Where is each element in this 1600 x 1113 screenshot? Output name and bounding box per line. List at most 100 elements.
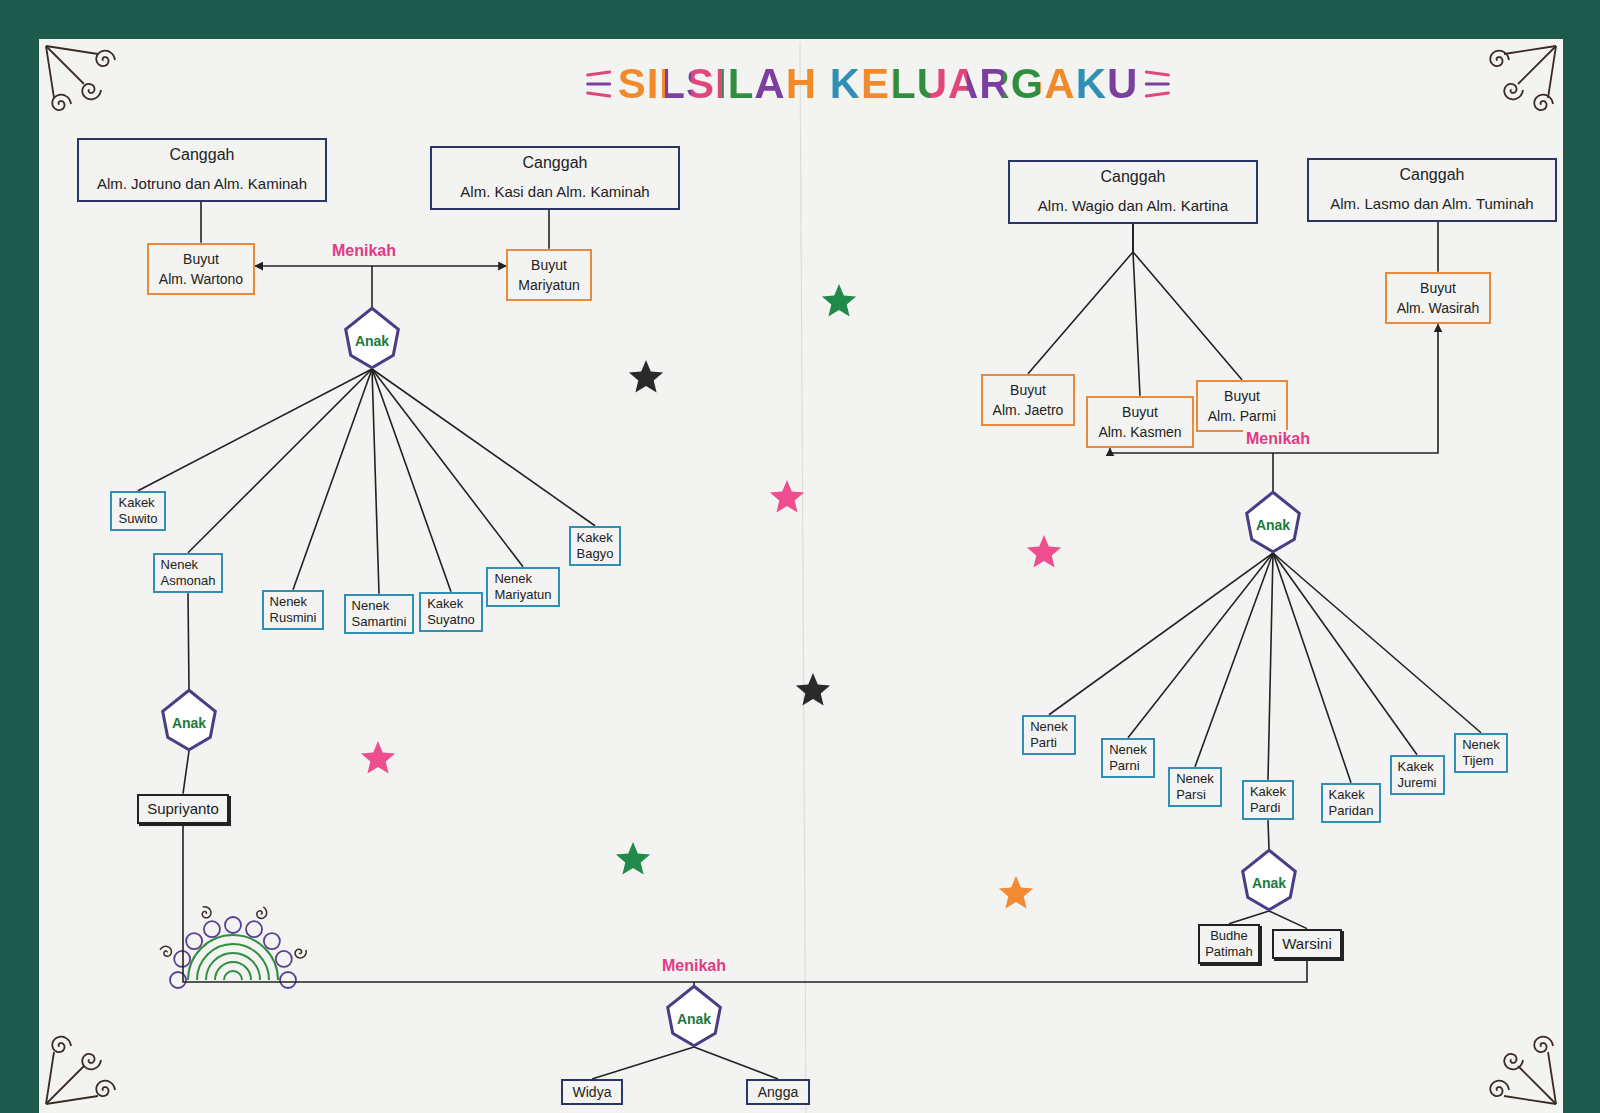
star-sticker [770,480,804,513]
box-text: Supriyanto [147,800,219,819]
corner-ornament [96,1081,115,1096]
title-ray [588,93,610,96]
person-box: Warsini [1272,929,1341,960]
box-heading: Buyut [1397,278,1480,298]
family-connector [1229,911,1269,924]
corner-ornament [52,1037,71,1052]
person-box: Nenek Mariyatun [486,567,559,608]
person-box: Budhe Patimah [1198,924,1260,965]
title-ray [1146,72,1168,75]
anak-pentagon: Anak [666,985,722,1047]
box-text: Alm. Wasirah [1397,298,1480,318]
flower-petal [264,933,280,949]
canggah-box: CanggahAlm. Wagio dan Alm. Kartina [1008,160,1258,224]
box-text: Kakek Suwito [118,495,157,528]
box-text: Angga [758,1083,798,1101]
pentagon-shape [1247,492,1300,552]
corner-ornament [46,46,54,98]
anak-pentagon: Anak [1241,849,1297,911]
person-box: Nenek Rusmini [262,590,325,631]
anak-pentagon: Anak [161,689,217,751]
corner-ornament [1534,1037,1553,1052]
flower-petal [225,917,241,933]
box-heading: Canggah [91,144,313,166]
flower-curl [160,946,171,956]
family-connector [255,265,506,267]
box-heading: Buyut [159,249,243,269]
family-connector [183,751,189,794]
flower-ornament [197,944,269,980]
buyut-box: BuyutAlm. Kasmen [1086,396,1193,449]
box-text: Alm. Wagio dan Alm. Kartina [1022,196,1244,216]
family-connector [1133,224,1242,380]
box-heading: Buyut [1098,402,1181,422]
family-connector [372,369,523,567]
flower-curl [202,907,211,918]
corner-ornament [1504,1054,1523,1069]
person-box: Angga [746,1079,810,1105]
family-connector [138,369,372,491]
diagram-title: SILSILAH KELUARGAKU [618,60,1139,108]
flower-ornament [215,962,251,980]
flower-ornament [206,953,260,980]
person-box: Kakek Suwito [110,491,165,532]
box-text: Kakek Pardi [1250,784,1286,817]
box-text: Anak [1252,869,1286,891]
paper-fold [800,42,806,1113]
box-text: Anak [355,327,389,349]
box-text: Nenek Tijem [1462,737,1500,770]
flower-curl [295,949,306,958]
marriage-stub [371,266,373,308]
family-connector [1273,553,1417,755]
star-sticker [796,673,830,706]
star-sticker [616,842,650,875]
box-heading: Canggah [1321,164,1543,186]
buyut-box: BuyutAlm. Parmi [1196,380,1288,433]
box-text: Kakek Bagyo [577,530,614,563]
box-text: Alm. Jotruno dan Alm. Kaminah [91,174,313,194]
box-text: Nenek Rusmini [270,594,317,627]
box-heading: Buyut [993,380,1064,400]
anak-pentagon: Anak [344,307,400,369]
flower-petal [246,921,262,937]
corner-ornament [46,1052,54,1104]
star-sticker [822,284,856,317]
corner-ornament [1548,46,1556,98]
canggah-box: CanggahAlm. Jotruno dan Alm. Kaminah [77,138,327,202]
person-box: Widya [561,1079,624,1105]
family-connector [1133,224,1140,396]
box-text: Kakek Paridan [1329,787,1374,820]
corner-ornament [1504,84,1523,99]
person-box: Kakek Bagyo [569,526,622,567]
flower-petal [276,951,292,967]
flower-ornament [224,971,242,980]
family-connector [372,369,451,592]
person-box: Nenek Samartini [344,594,415,635]
flower-petal [280,972,296,988]
canggah-box: CanggahAlm. Kasi dan Alm. Kaminah [430,146,680,210]
flower-petal [174,951,190,967]
star-sticker [1027,535,1061,568]
corner-ornament [1490,1081,1509,1096]
title-ray [588,72,610,75]
person-box: Nenek Parti [1022,715,1076,756]
flower-petal [186,933,202,949]
flower-curl [257,907,267,918]
star-sticker [629,360,663,393]
edge-label: Menikah [1243,430,1313,448]
canggah-box: CanggahAlm. Lasmo dan Alm. Tuminah [1307,158,1557,222]
family-connector [1128,553,1273,738]
buyut-box: BuyutAlm. Jaetro [981,374,1076,427]
family-connector [1269,911,1307,929]
box-heading: Buyut [518,255,579,275]
family-connector [372,369,379,594]
person-box: Nenek Parsi [1168,767,1222,808]
family-connector [1268,553,1273,780]
pentagon-shape [668,986,721,1046]
box-text: Nenek Parti [1030,719,1068,752]
box-text: Nenek Parsi [1176,771,1214,804]
family-connector [592,1047,694,1079]
person-box: Nenek Asmonah [153,553,224,594]
title-ray [1146,93,1168,96]
family-connector [293,369,372,590]
